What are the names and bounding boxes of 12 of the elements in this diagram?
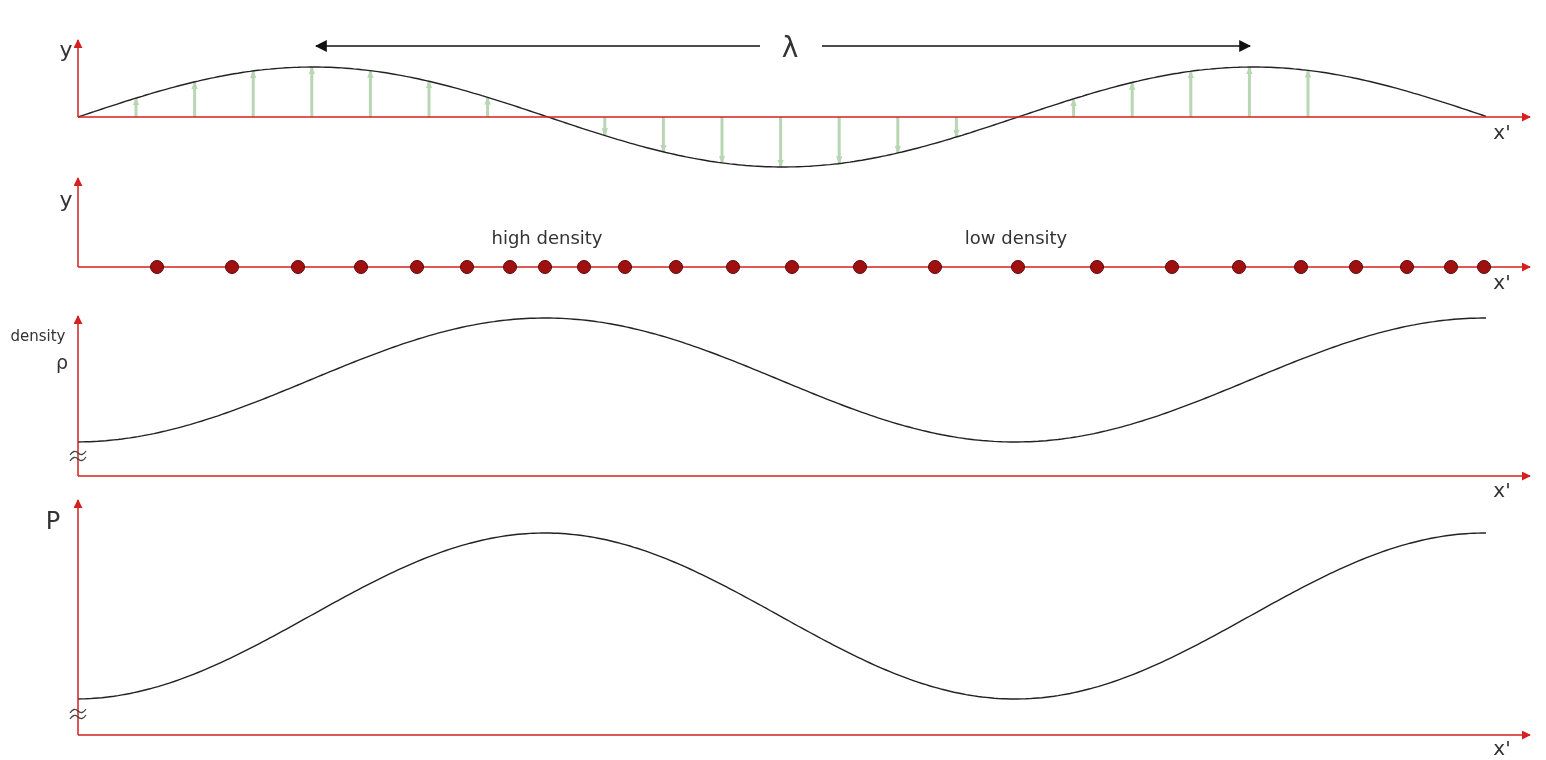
axis-label: x' — [1493, 738, 1511, 758]
wavelength-label: λ — [781, 34, 799, 62]
annotation: low density — [964, 229, 1068, 247]
axis-label: density — [10, 328, 66, 344]
annotation: high density — [491, 229, 603, 247]
axis-label: P — [45, 509, 61, 533]
axis-label: y — [59, 39, 73, 61]
axis-label: x' — [1493, 272, 1511, 292]
axis-label: y — [59, 189, 73, 211]
axis-label: x' — [1493, 480, 1511, 500]
axis-label: x' — [1493, 122, 1511, 142]
axis-label: ρ — [55, 352, 69, 372]
